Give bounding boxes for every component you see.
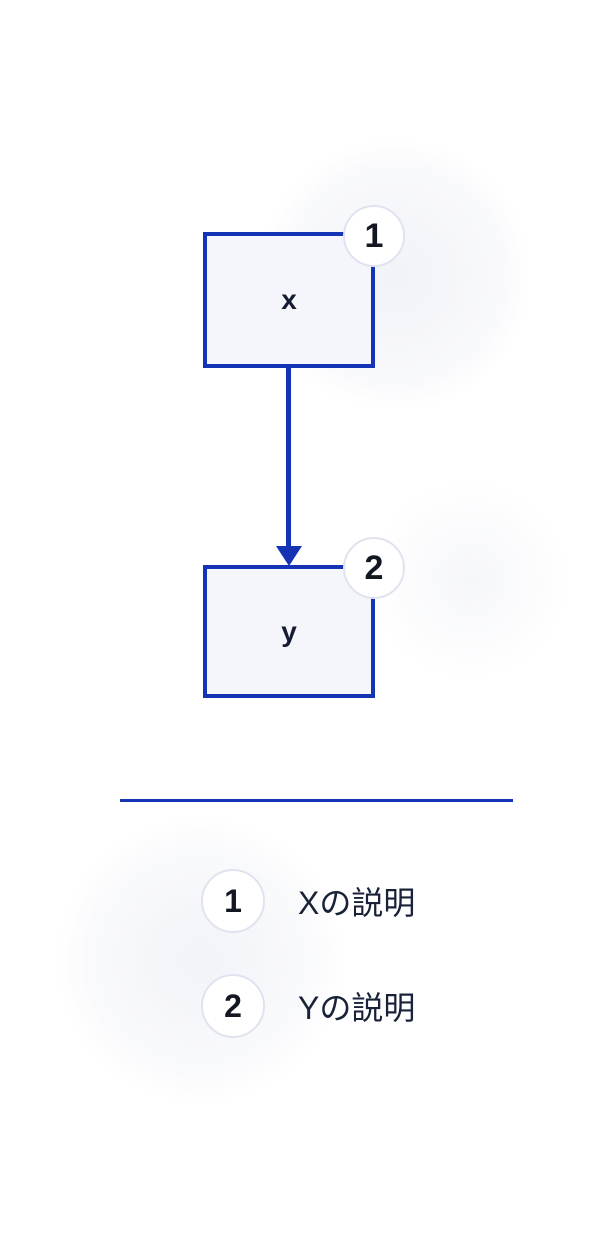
- node-x-badge: 1: [343, 205, 405, 267]
- legend-number-1: 1: [224, 882, 242, 919]
- legend-text-y: Yの説明: [298, 990, 416, 1026]
- legend-item-x: 1 Xの説明: [201, 869, 415, 933]
- node-x-label: x: [281, 284, 297, 315]
- legend-number-circle-2: 2: [201, 974, 265, 1038]
- legend-divider: [120, 799, 513, 802]
- node-y: y: [203, 565, 375, 698]
- node-x: x: [203, 232, 375, 368]
- legend-item-y: 2 Yの説明: [201, 974, 415, 1038]
- edge-x-to-y-line: [286, 368, 291, 548]
- node-y-badge: 2: [343, 537, 405, 599]
- node-y-label: y: [281, 615, 297, 647]
- legend-number-2: 2: [224, 987, 242, 1024]
- arrow-down-icon: [276, 546, 302, 566]
- node-x-badge-number: 1: [364, 216, 384, 255]
- legend-text-x: Xの説明: [298, 885, 416, 921]
- background-blob-bottom-left: [10, 770, 390, 1150]
- legend-number-circle-1: 1: [201, 869, 265, 933]
- node-y-badge-number: 2: [364, 548, 384, 587]
